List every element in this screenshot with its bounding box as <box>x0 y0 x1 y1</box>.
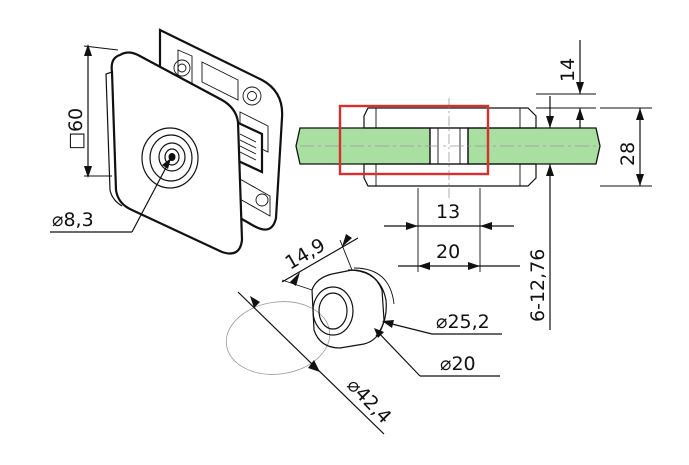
dim-inner-diameter: ⌀20 <box>374 328 500 377</box>
label-gap-outer: 20 <box>436 241 460 263</box>
label-inner-diameter: ⌀20 <box>440 353 476 375</box>
dim-outer-diameter: ⌀25,2 <box>382 311 502 335</box>
label-gap-inner: 13 <box>436 201 460 223</box>
section-view <box>295 98 601 200</box>
dim-gap-inner: 13 <box>384 188 514 234</box>
label-hole-diameter: ⌀8,3 <box>52 209 94 231</box>
dim-bushing-length: 14,9 <box>282 234 359 291</box>
dim-hole-diameter: ⌀8,3 <box>50 158 171 233</box>
dim-gap-outer: 20 <box>398 234 520 272</box>
dim-clamp-width: 28 <box>600 107 652 187</box>
label-plate-thickness: 14 <box>557 58 579 82</box>
dim-flange-diameter: ⌀42,4 <box>237 291 396 435</box>
dim-glass-range: 6-12,76 <box>527 96 554 330</box>
dim-plate-thickness: 14 <box>536 40 596 128</box>
label-glass-range: 6-12,76 <box>527 249 549 322</box>
label-outer-diameter: ⌀25,2 <box>436 311 490 333</box>
label-square-60: □60 <box>65 108 87 150</box>
highlight-box <box>338 104 490 176</box>
bushing-view <box>225 267 395 375</box>
label-clamp-width: 28 <box>617 142 639 166</box>
clamp-3d-view <box>105 28 284 255</box>
dim-square-60: □60 <box>65 44 119 178</box>
